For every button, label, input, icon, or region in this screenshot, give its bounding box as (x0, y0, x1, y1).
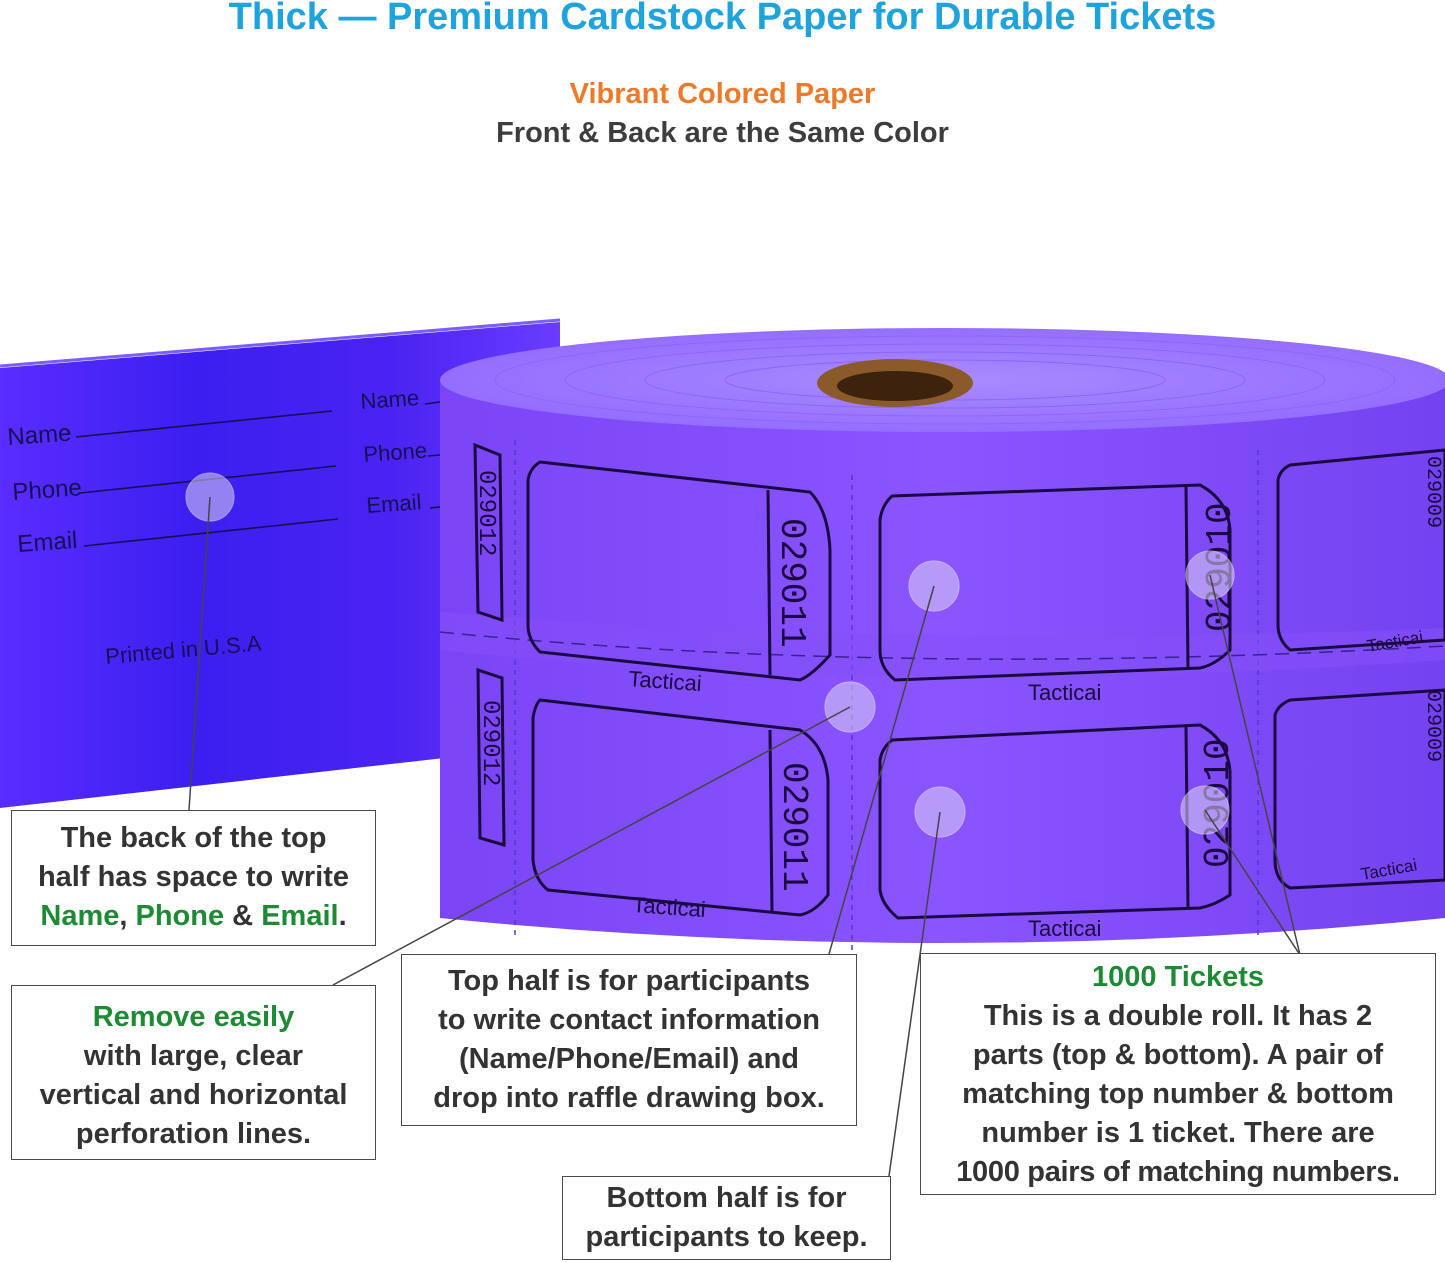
ticket-number-029011-bottom: 029011 (773, 762, 814, 892)
callout-remove-heading: Remove easily (92, 1001, 295, 1033)
subtitle-same-color: Front & Back are the Same Color (496, 117, 949, 149)
brand-label-5: Tacticai (1028, 916, 1101, 941)
brand-label-1: Tacticai (628, 666, 703, 696)
back-email-label-2: Email (366, 489, 423, 518)
callout-tickets-line5: 1000 pairs of matching numbers. (956, 1156, 1400, 1188)
back-email-label: Email (17, 527, 79, 558)
page-title: Thick — Premium Cardstock Paper for Dura… (228, 0, 1217, 38)
callout-bottom-half: Bottom half is for participants to keep. (562, 1176, 891, 1260)
strip-top-edge (0, 318, 561, 368)
ticket-number-029009-bottom: 029009 (1421, 690, 1444, 762)
callout-remove-line2: vertical and horizontal (39, 1079, 348, 1111)
callout-tickets-line2: parts (top & bottom). A pair of (972, 1039, 1384, 1071)
callout-back-phone: Phone (135, 900, 225, 932)
callout-back-line3: Name, Phone & Email. (12, 897, 375, 936)
callout-1000-tickets: 1000 Tickets This is a double roll. It h… (920, 953, 1436, 1195)
ticket-frames (473, 442, 1445, 920)
callout-back-email: Email (261, 900, 339, 932)
callout-top-line4: drop into raffle drawing box. (433, 1082, 825, 1114)
callout-back-info: The back of the top half has space to wr… (11, 810, 376, 946)
callout-top-half: Top half is for participants to write co… (401, 954, 857, 1126)
callout-back-name: Name (40, 900, 120, 932)
brand-label-4: Tacticai (632, 892, 707, 922)
ticket-number-029012-bottom: 029012 (476, 700, 503, 786)
callout-bottom-line2: participants to keep. (585, 1221, 868, 1253)
horizontal-perforation-band (440, 612, 1445, 677)
callout-back-sep2: & (224, 900, 262, 932)
callout-tickets-line3: matching top number & bottom (962, 1078, 1394, 1110)
callout-remove-easily: Remove easily with large, clear vertical… (11, 985, 376, 1160)
callout-top-line3: (Name/Phone/Email) and (458, 1043, 799, 1075)
callout-bottom-line1: Bottom half is for (606, 1182, 847, 1214)
brand-label-2: Tacticai (1028, 680, 1101, 705)
callout-back-sep1: , (119, 900, 136, 932)
unrolled-ticket-strip (0, 322, 560, 808)
callout-back-line1: The back of the top (60, 822, 327, 854)
callout-top-line1: Top half is for participants (448, 965, 810, 997)
ticket-number-029012-top: 029012 (472, 470, 499, 556)
subtitle-vibrant: Vibrant Colored Paper (569, 78, 876, 110)
back-name-label: Name (7, 420, 73, 451)
back-phone-label: Phone (12, 474, 83, 506)
back-name-label-2: Name (360, 385, 420, 414)
back-phone-label-2: Phone (363, 438, 428, 467)
callout-tickets-heading: 1000 Tickets (1092, 961, 1264, 993)
callout-tickets-line4: number is 1 ticket. There are (981, 1117, 1375, 1149)
callout-back-line2: half has space to write (37, 861, 350, 893)
callout-remove-line1: with large, clear (83, 1040, 304, 1072)
ticket-number-029009-top: 029009 (1421, 456, 1444, 528)
callout-top-line2: to write contact information (438, 1004, 820, 1036)
callout-remove-line3: perforation lines. (75, 1118, 312, 1150)
callout-leader-lines (188, 496, 1301, 1177)
callout-tickets-line1: This is a double roll. It has 2 (983, 1000, 1373, 1032)
vertical-perforations (514, 440, 1259, 950)
ticket-number-029011-top: 029011 (771, 518, 812, 648)
horizontal-perforation-line (439, 631, 1445, 660)
callout-back-end: . (338, 900, 347, 932)
